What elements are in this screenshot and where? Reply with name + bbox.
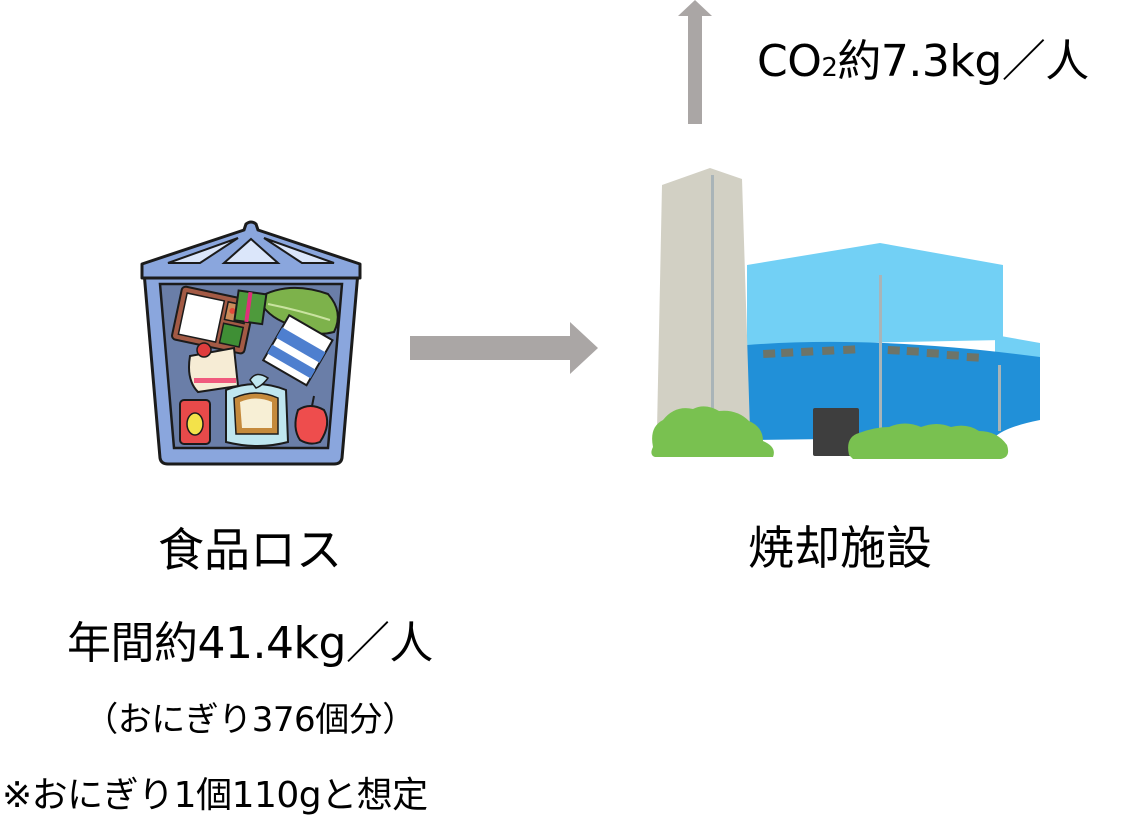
incineration-facility-icon bbox=[645, 165, 1040, 460]
food-loss-title: 食品ロス bbox=[158, 523, 342, 577]
incineration-facility-title: 焼却施設 bbox=[748, 521, 932, 575]
co2-subscript: 2 bbox=[821, 53, 838, 83]
arrow-up-icon bbox=[675, 0, 715, 124]
co2-amount: 約7.3kg／人 bbox=[837, 36, 1089, 87]
food-loss-note: ※おにぎり1個110gと想定 bbox=[2, 775, 428, 816]
arrow-right-icon bbox=[410, 320, 600, 376]
food-loss-amount: 年間約41.4kg／人 bbox=[67, 618, 433, 669]
co2-prefix: CO bbox=[757, 36, 822, 87]
arrow-right-shape bbox=[410, 322, 598, 374]
trash-can-with-food-icon bbox=[138, 220, 364, 468]
co2-emission-label: CO2約7.3kg／人 bbox=[757, 40, 1089, 84]
food-loss-equivalent: （おにぎり376個分） bbox=[84, 700, 416, 740]
arrow-up-shape bbox=[678, 0, 712, 124]
